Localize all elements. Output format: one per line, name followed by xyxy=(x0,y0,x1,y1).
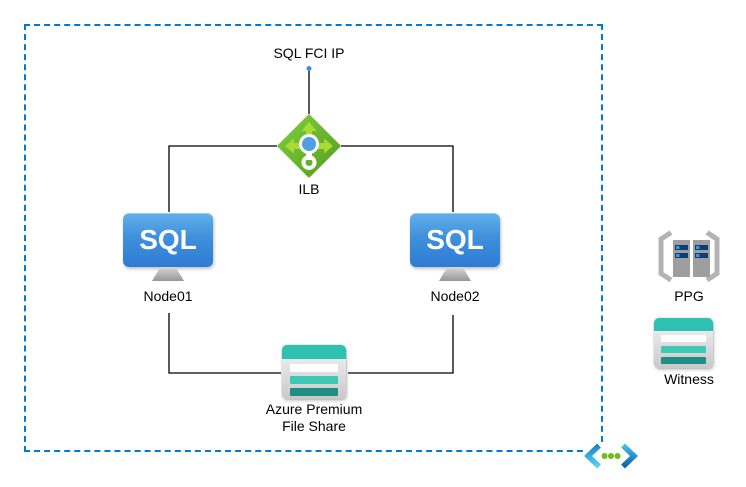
left-chevron xyxy=(584,443,601,469)
monitor-stand-node01 xyxy=(152,267,184,281)
sql-logo-text: SQL xyxy=(139,224,197,255)
connector-ilb-to-node02 xyxy=(341,145,454,212)
file-share-icon xyxy=(282,345,346,399)
node02-label: Node02 xyxy=(430,288,480,304)
keyhole-stem xyxy=(306,149,312,160)
connector-node01-to-fileshare xyxy=(168,313,281,374)
file-share-header-band xyxy=(282,345,346,359)
file-share-bar xyxy=(661,335,706,342)
right-chevron xyxy=(621,443,638,469)
file-share-bar xyxy=(290,376,338,384)
file-share-label-line2: File Share xyxy=(282,418,346,434)
ilb-label: ILB xyxy=(298,181,320,197)
keyhole-ring xyxy=(301,155,317,170)
file-share-header-band xyxy=(654,318,713,331)
left-arrow-icon xyxy=(285,138,302,154)
file-share-body xyxy=(282,359,346,396)
file-share-label-line1: Azure Premium xyxy=(265,401,363,417)
load-balancer-icon xyxy=(277,114,341,178)
file-share-label: Azure Premium File Share xyxy=(248,401,380,435)
proximity-placement-group-icon xyxy=(658,230,720,283)
sql-vm-icon-node02: SQL xyxy=(410,213,500,267)
witness-file-share-icon xyxy=(654,318,713,368)
right-arrow-icon xyxy=(316,138,333,154)
sql-fci-ip-label: SQL FCI IP xyxy=(273,45,345,61)
connector-ilb-to-node01 xyxy=(168,145,277,212)
connection-point-dot xyxy=(306,66,312,71)
monitor-stand-node02 xyxy=(439,267,471,281)
file-share-bar xyxy=(290,388,338,396)
node01-label: Node01 xyxy=(143,288,193,304)
sql-logo-text: SQL xyxy=(426,224,484,255)
file-share-bar xyxy=(661,357,706,364)
right-bracket xyxy=(705,230,720,283)
file-share-bar xyxy=(290,364,338,372)
left-bracket xyxy=(658,230,673,283)
ppg-label: PPG xyxy=(674,288,704,304)
center-blue-dot xyxy=(302,137,316,151)
file-share-body xyxy=(654,331,713,364)
virtual-network-icon xyxy=(584,442,638,470)
up-arrow-icon xyxy=(301,122,317,139)
virtual-network-boundary xyxy=(24,24,603,452)
connector-node02-to-fileshare xyxy=(348,315,454,374)
witness-label: Witness xyxy=(664,371,714,387)
sql-vm-icon-node01: SQL xyxy=(123,213,213,267)
file-share-bar xyxy=(661,346,706,353)
